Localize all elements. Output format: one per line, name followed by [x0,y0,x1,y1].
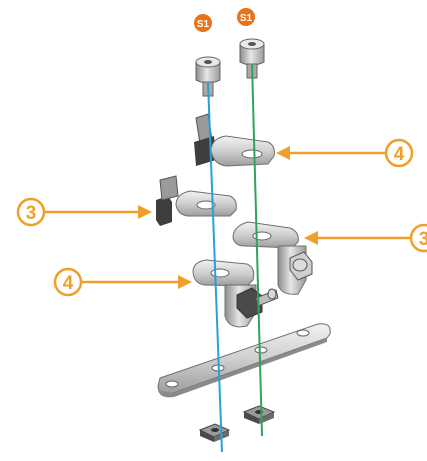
s1-badge-right-circle [237,8,255,26]
callout-bracket-left-number: 3 [26,203,37,224]
base-plate [157,323,331,398]
bracket-lower-part [192,259,279,328]
callout-bracket-right-arrowhead [304,231,318,245]
callout-bracket-right-number: 3 [419,229,427,250]
callout-bracket-upper-number: 4 [394,144,405,165]
callout-bracket-left-circle [16,197,46,227]
callout-bracket-lower-number: 4 [63,273,74,294]
square-nut-left [198,423,231,442]
callout-bracket-left: 3 [16,197,152,227]
callout-bracket-right-circle [409,223,427,253]
screw-right [239,38,265,79]
axis-line-blue [207,81,223,453]
s1-badge-left: S1 [194,14,212,32]
callout-bracket-left-arrowhead [138,205,152,219]
callout-bracket-lower: 4 [53,267,192,297]
callout-bracket-upper-arrowhead [276,146,290,160]
axis-line-green [251,63,263,437]
bracket-left-part [156,175,237,226]
square-nut-right [242,405,276,424]
s1-badge-right: S1 [237,8,255,26]
callout-bracket-lower-circle [53,267,83,297]
callout-bracket-lower-arrowhead [178,275,192,289]
callout-bracket-upper: 4 [276,138,414,168]
callout-bracket-right: 3 [304,223,427,253]
s1-badge-left-circle [194,14,212,32]
s1-badge-right-text: S1 [240,13,253,24]
callout-bracket-upper-circle [384,138,414,168]
bracket-upper-part [194,113,275,167]
s1-badge-left-text: S1 [197,19,210,30]
